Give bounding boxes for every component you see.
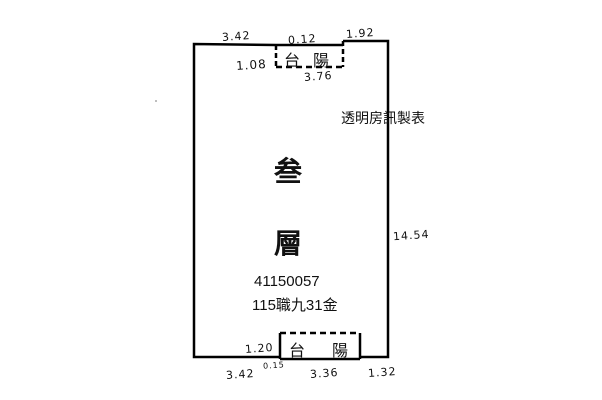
dim-top-left: 3.42 (221, 29, 251, 44)
stray-dot (155, 100, 157, 102)
reference-code: 115職九31金 (252, 297, 338, 314)
bottom-balcony-label-left: 台 (289, 341, 306, 360)
dim-top-balcony-depth: 1.08 (235, 56, 268, 74)
dim-bottom-offset: 0.15 (262, 360, 286, 371)
watermark-text: 透明房訊製表 (341, 111, 425, 127)
main-wall-outline (192, 42, 280, 359)
top-balcony-label-left: 台 (284, 51, 301, 70)
dim-bottom-left: 3.42 (225, 367, 255, 382)
dim-top-right: 1.92 (345, 26, 375, 41)
dim-bottom-balcony-width: 3.36 (309, 366, 339, 381)
bottom-balcony-label-right: 陽 (332, 341, 349, 360)
dim-top-balcony-bottom: 3.76 (303, 69, 333, 84)
dim-bottom-right: 1.32 (367, 365, 397, 380)
floor-label-char-2: 層 (274, 227, 303, 260)
dim-top-balcony-width: 0.12 (287, 32, 317, 47)
main-wall-outline-right (343, 39, 390, 359)
top-balcony-label-right: 陽 (313, 51, 330, 70)
dim-right-side: 14.54 (392, 227, 430, 244)
floor-label-char-1: 叁 (274, 155, 303, 188)
dim-bottom-balcony-depth: 1.20 (244, 341, 274, 356)
building-number: 41150057 (254, 273, 320, 290)
